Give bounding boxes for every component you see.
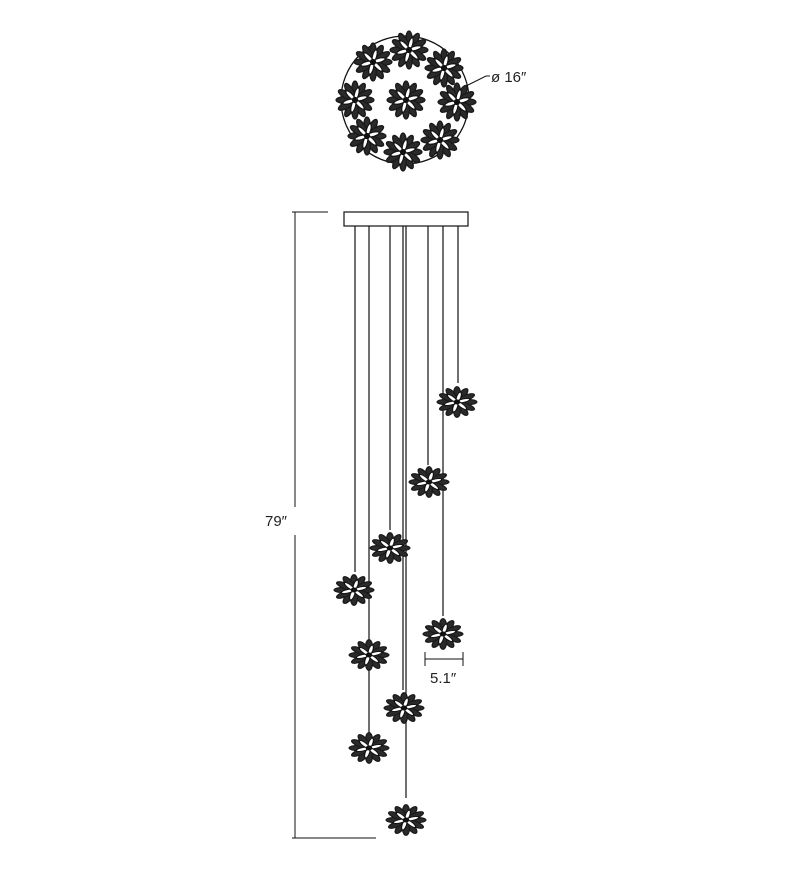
shade-width-label: 5.1″ [430,670,457,687]
shade-7 [383,691,425,725]
shade-top-5 [386,80,426,120]
shade-top-8 [420,120,460,160]
side-view: 79″ 5.1″ [265,211,478,839]
shade-width-dimension [424,652,464,666]
diameter-label: ø 16″ [491,69,527,86]
canopy-plate [343,211,469,227]
shade-6 [348,638,390,672]
top-view: ø 16″ [335,30,527,172]
shade-top-9 [383,132,423,172]
height-dimension [292,211,376,839]
shade-top-7 [347,116,387,156]
shade-5 [422,617,464,651]
shade-9 [385,803,427,837]
height-label: 79″ [265,513,288,530]
shade-4 [333,573,375,607]
shade-3 [369,531,411,565]
shade-top-2 [353,42,393,82]
diameter-leader [465,75,490,87]
shade-8 [348,731,390,765]
shade-top-6 [437,82,477,122]
shade-top-3 [424,48,464,88]
